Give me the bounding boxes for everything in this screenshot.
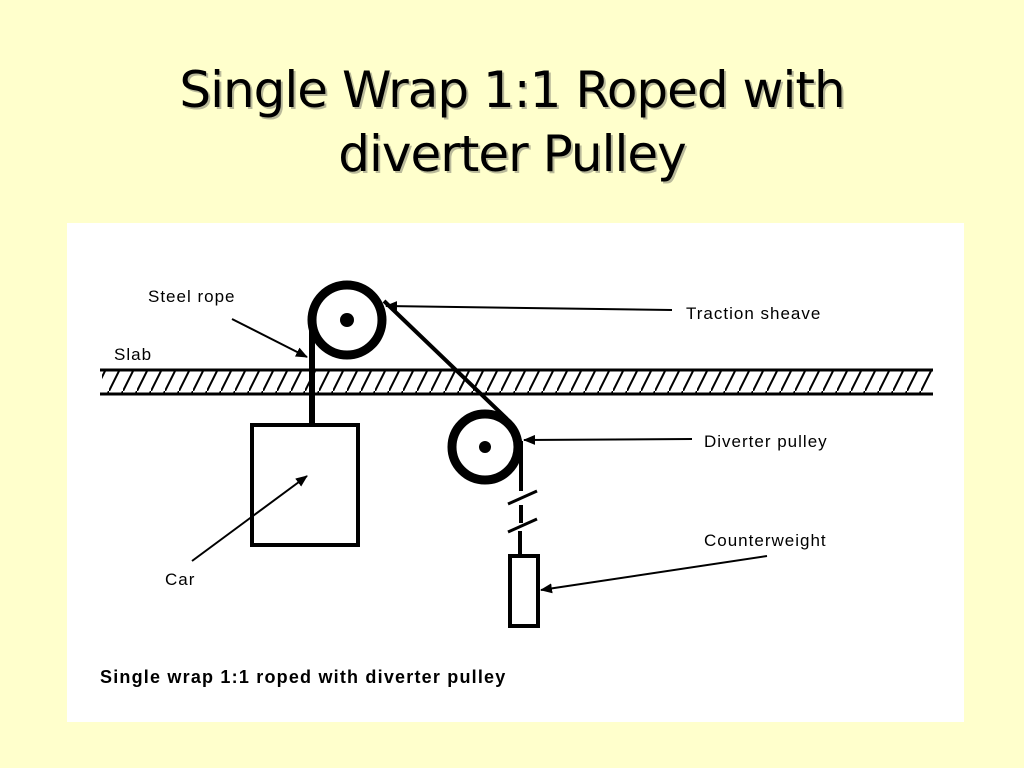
label-slab: Slab [114,345,152,364]
label-counterweight: Counterweight [704,531,827,550]
counterweight [508,554,540,628]
label-arrows [191,301,768,594]
diagram-caption: Single wrap 1:1 roped with diverter pull… [100,667,506,687]
roping-diagram: Steel rope Slab Traction sheave Diverter… [100,280,933,687]
label-traction-sheave: Traction sheave [686,304,821,323]
slide-title: Single Wrap 1:1 Roped with diverter Pull… [0,58,1024,186]
traction-sheave [307,280,387,360]
label-car: Car [165,570,195,589]
title-line-2: diverter Pulley [338,125,686,183]
label-steel-rope: Steel rope [148,287,236,306]
diagram-panel: Steel rope Slab Traction sheave Diverter… [67,223,964,722]
label-diverter-pulley: Diverter pulley [704,432,828,451]
steel-rope [309,299,538,556]
diverter-pulley [447,409,523,485]
title-line-1: Single Wrap 1:1 Roped with [179,61,845,119]
car [250,423,360,547]
slab [100,368,933,396]
